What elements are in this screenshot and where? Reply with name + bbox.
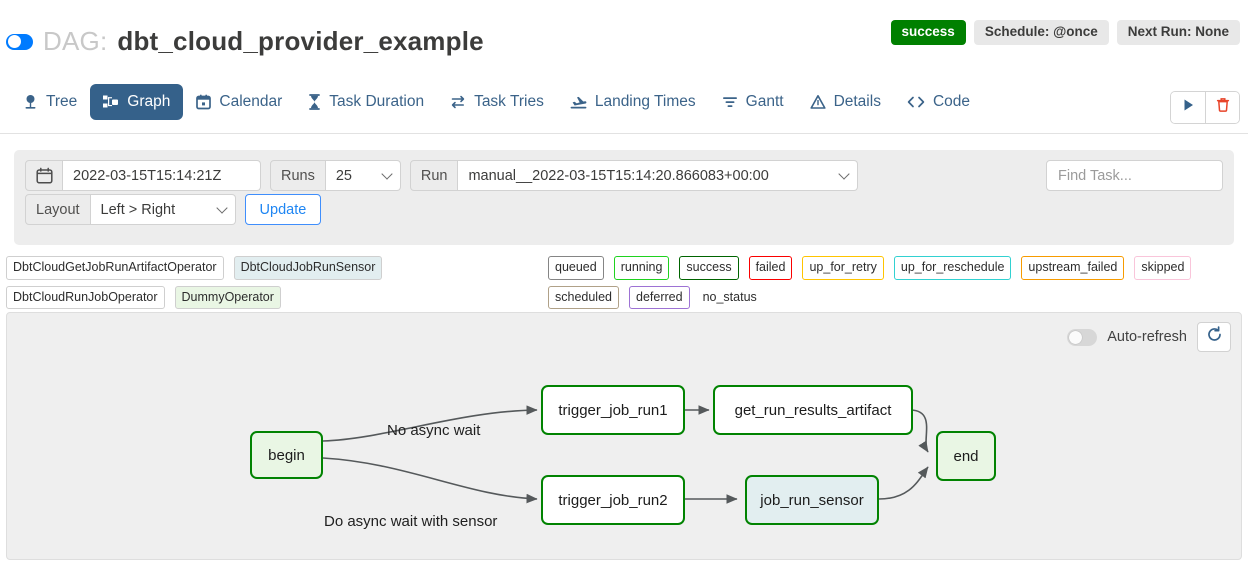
task-node-label: get_run_results_artifact xyxy=(734,401,892,419)
graph-toolbar: Auto-refresh xyxy=(1067,322,1231,352)
trigger-dag-button[interactable] xyxy=(1171,92,1205,123)
tab-landing-times[interactable]: Landing Times xyxy=(557,84,709,120)
dag-pause-toggle[interactable] xyxy=(6,33,33,50)
task-node-job-run-sensor[interactable]: job_run_sensor xyxy=(745,475,879,525)
filter-panel: 2022-03-15T15:14:21Z Runs 25 Run manual_… xyxy=(14,150,1234,245)
dag-title: DAG: dbt_cloud_provider_example xyxy=(6,26,484,57)
dag-action-buttons xyxy=(1170,91,1240,124)
tab-details[interactable]: Details xyxy=(797,84,894,120)
edge-label-do-async-wait: Do async wait with sensor xyxy=(324,513,498,530)
tab-label: Details xyxy=(833,93,881,110)
tab-code[interactable]: Code xyxy=(894,84,983,120)
tab-label: Landing Times xyxy=(594,93,696,110)
edge-label-no-async-wait: No async wait xyxy=(387,422,481,439)
retry-icon xyxy=(450,94,466,110)
tab-label: Gantt xyxy=(745,93,784,110)
task-node-trigger-job-run1[interactable]: trigger_job_run1 xyxy=(541,385,685,435)
base-date-input[interactable]: 2022-03-15T15:14:21Z xyxy=(63,160,261,191)
legend-status-chip[interactable]: no_status xyxy=(702,289,757,304)
calendar-icon xyxy=(196,94,212,110)
tab-label: Graph xyxy=(127,93,171,110)
legend-operator-chip[interactable]: DbtCloudRunJobOperator xyxy=(6,285,165,309)
legend-operator-chip[interactable]: DbtCloudGetJobRunArtifactOperator xyxy=(6,256,224,280)
tab-label: Tree xyxy=(46,93,78,110)
view-tabs: Tree Graph Calendar Task Duration xyxy=(0,78,1248,134)
legend-status-chip[interactable]: deferred xyxy=(629,285,690,309)
operator-legend: DbtCloudGetJobRunArtifactOperator DbtClo… xyxy=(6,256,526,309)
task-node-label: end xyxy=(953,447,979,465)
task-node-label: trigger_job_run2 xyxy=(558,491,668,509)
status-legend: queued running success failed up_for_ret… xyxy=(548,256,1248,309)
tree-icon xyxy=(23,94,38,110)
task-node-end[interactable]: end xyxy=(936,431,996,481)
legend-status-chip[interactable]: running xyxy=(613,256,670,280)
page-title: dbt_cloud_provider_example xyxy=(117,26,484,56)
update-button[interactable]: Update xyxy=(244,194,322,225)
calendar-icon[interactable] xyxy=(25,160,63,191)
task-node-begin[interactable]: begin xyxy=(250,431,323,479)
refresh-button[interactable] xyxy=(1197,322,1231,352)
tab-label: Code xyxy=(932,93,971,110)
schedule-badge[interactable]: Schedule: @once xyxy=(973,20,1109,46)
legend-status-chip[interactable]: success xyxy=(679,256,739,280)
tab-label: Task Duration xyxy=(329,93,425,110)
run-label: Run xyxy=(409,160,459,191)
code-icon xyxy=(907,94,925,110)
runs-label: Runs xyxy=(270,160,326,191)
layout-group: Layout Left > Right xyxy=(25,194,236,225)
trash-icon xyxy=(1216,97,1230,118)
tab-label: Calendar xyxy=(219,93,283,110)
auto-refresh-toggle[interactable] xyxy=(1067,328,1098,346)
legend-status-chip[interactable]: upstream_failed xyxy=(1021,256,1125,280)
tab-gantt[interactable]: Gantt xyxy=(709,84,797,120)
play-icon xyxy=(1182,98,1195,117)
plane-landing-icon xyxy=(570,94,587,110)
base-date-group: 2022-03-15T15:14:21Z xyxy=(25,160,261,191)
task-node-label: begin xyxy=(268,446,305,464)
delete-dag-button[interactable] xyxy=(1205,92,1239,123)
legend-status-chip[interactable]: scheduled xyxy=(548,285,619,309)
status-badge: success xyxy=(890,20,966,46)
graph-panel: Auto-refresh xyxy=(6,312,1242,560)
refresh-icon xyxy=(1206,326,1223,348)
legend-status-chip[interactable]: skipped xyxy=(1134,256,1192,280)
legend-status-chip[interactable]: up_for_reschedule xyxy=(893,256,1012,280)
legend-operator-chip[interactable]: DbtCloudJobRunSensor xyxy=(233,256,383,280)
graph-icon xyxy=(103,94,119,110)
gantt-icon xyxy=(722,94,738,110)
run-select[interactable]: manual__2022-03-15T15:14:20.866083+00:00 xyxy=(458,160,859,191)
legend-status-chip[interactable]: up_for_retry xyxy=(802,256,884,280)
graph-edges xyxy=(322,405,929,504)
task-node-label: trigger_job_run1 xyxy=(558,401,668,419)
layout-select[interactable]: Left > Right xyxy=(90,194,236,225)
next-run-badge: Next Run: None xyxy=(1116,20,1240,46)
task-node-trigger-job-run2[interactable]: trigger_job_run2 xyxy=(541,475,685,525)
task-node-label: job_run_sensor xyxy=(760,491,864,509)
page-header: DAG: dbt_cloud_provider_example success … xyxy=(0,0,1248,72)
tab-task-tries[interactable]: Task Tries xyxy=(437,84,557,120)
legend-status-chip[interactable]: failed xyxy=(748,256,793,280)
hourglass-icon xyxy=(308,94,321,110)
runs-select[interactable]: 25 xyxy=(325,160,401,191)
tab-label: Task Tries xyxy=(474,93,544,110)
tab-graph[interactable]: Graph xyxy=(90,84,184,120)
legend-operator-chip[interactable]: DummyOperator xyxy=(174,285,281,309)
info-triangle-icon xyxy=(809,94,826,110)
layout-label: Layout xyxy=(25,194,91,225)
tab-task-duration[interactable]: Task Duration xyxy=(295,84,437,120)
tab-tree[interactable]: Tree xyxy=(10,84,90,120)
auto-refresh-label: Auto-refresh xyxy=(1107,329,1187,345)
task-node-get-run-results-artifact[interactable]: get_run_results_artifact xyxy=(713,385,913,435)
run-group: Run manual__2022-03-15T15:14:20.866083+0… xyxy=(409,160,859,191)
runs-group: Runs 25 xyxy=(270,160,401,191)
legend-status-chip[interactable]: queued xyxy=(548,256,604,280)
tab-calendar[interactable]: Calendar xyxy=(183,84,295,120)
header-badges: success Schedule: @once Next Run: None xyxy=(890,20,1240,46)
dag-label: DAG: xyxy=(43,26,108,56)
find-task-input[interactable] xyxy=(1046,160,1223,191)
